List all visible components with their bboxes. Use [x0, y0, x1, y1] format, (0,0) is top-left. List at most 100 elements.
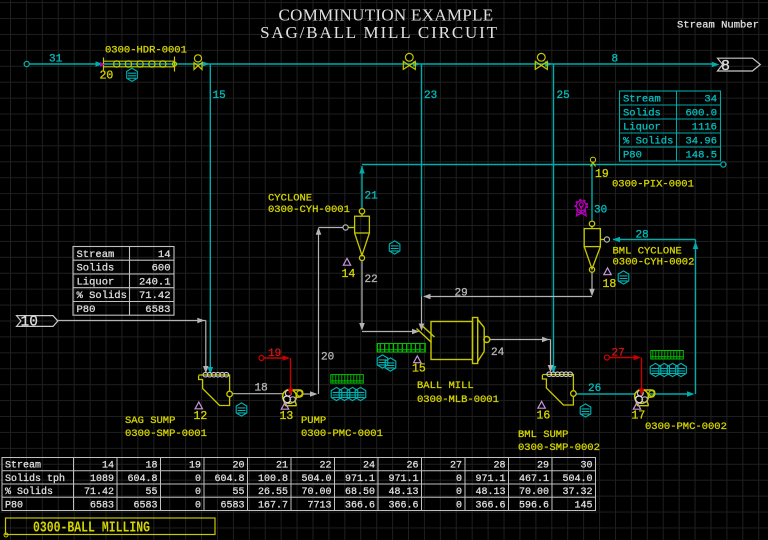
svg-text:Liquor: Liquor — [623, 122, 661, 134]
svg-text:Solids: Solids — [77, 263, 115, 275]
svg-text:6583: 6583 — [90, 500, 114, 511]
svg-text:19: 19 — [189, 461, 201, 472]
svg-text:Solids: Solids — [623, 108, 661, 120]
svg-text:70.00: 70.00 — [301, 487, 331, 498]
svg-text:Stream Number: Stream Number — [677, 20, 759, 32]
svg-text:Stream: Stream — [623, 94, 661, 106]
svg-text:0300-BALL MILLING: 0300-BALL MILLING — [33, 520, 150, 537]
svg-text:29: 29 — [455, 288, 468, 300]
svg-text:0300-PIX-0001: 0300-PIX-0001 — [612, 179, 694, 191]
svg-text:BML SUMP: BML SUMP — [518, 429, 568, 441]
svg-text:28: 28 — [493, 461, 505, 472]
svg-text:8: 8 — [721, 58, 730, 75]
svg-text:20: 20 — [232, 461, 244, 472]
svg-text:13: 13 — [280, 410, 294, 423]
svg-text:22: 22 — [319, 461, 331, 472]
svg-text:15: 15 — [412, 363, 426, 376]
svg-text:0300-PMC-0002: 0300-PMC-0002 — [645, 421, 727, 433]
svg-text:971.1: 971.1 — [345, 474, 375, 485]
svg-text:COMMINUTION EXAMPLE: COMMINUTION EXAMPLE — [279, 6, 494, 25]
svg-text:29: 29 — [537, 461, 549, 472]
svg-text:19: 19 — [268, 348, 281, 360]
svg-text:10: 10 — [21, 315, 38, 331]
svg-text:145: 145 — [574, 500, 592, 511]
svg-text:19: 19 — [595, 168, 609, 181]
svg-text:6583: 6583 — [145, 304, 170, 316]
svg-text:% Solids: % Solids — [77, 290, 127, 302]
svg-text:20: 20 — [321, 352, 334, 364]
svg-text:30: 30 — [594, 205, 607, 217]
svg-text:148.5: 148.5 — [685, 150, 717, 162]
svg-text:100.8: 100.8 — [258, 474, 288, 485]
svg-text:Solids tph: Solids tph — [5, 473, 65, 485]
svg-text:P80: P80 — [5, 500, 23, 511]
svg-text:21: 21 — [365, 191, 379, 203]
svg-text:971.1: 971.1 — [388, 474, 418, 485]
svg-text:366.6: 366.6 — [388, 500, 418, 511]
svg-text:% Solids: % Solids — [5, 486, 53, 498]
svg-text:Stream: Stream — [77, 249, 115, 261]
svg-text:0: 0 — [195, 474, 201, 485]
svg-text:8: 8 — [612, 54, 619, 66]
svg-text:26: 26 — [588, 383, 601, 395]
svg-text:BML CYCLONE: BML CYCLONE — [613, 246, 682, 258]
svg-text:24: 24 — [491, 347, 505, 359]
svg-text:467.1: 467.1 — [519, 474, 549, 485]
svg-text:31: 31 — [49, 54, 63, 66]
svg-text:18: 18 — [255, 383, 268, 395]
svg-text:1116: 1116 — [692, 122, 717, 134]
svg-text:Liquor: Liquor — [77, 277, 115, 289]
svg-text:0300-PMC-0001: 0300-PMC-0001 — [301, 428, 383, 440]
svg-text:P80: P80 — [623, 150, 642, 162]
svg-text:26: 26 — [406, 461, 418, 472]
svg-text:600.0: 600.0 — [685, 108, 717, 120]
svg-text:366.6: 366.6 — [475, 500, 505, 511]
svg-text:PUMP: PUMP — [301, 415, 326, 427]
svg-text:0: 0 — [456, 500, 462, 511]
svg-text:70.00: 70.00 — [519, 487, 549, 498]
svg-text:16: 16 — [537, 410, 551, 423]
svg-text:596.6: 596.6 — [519, 500, 549, 511]
svg-text:366.6: 366.6 — [345, 500, 375, 511]
svg-text:55: 55 — [145, 487, 157, 498]
svg-text:14: 14 — [102, 461, 114, 472]
svg-text:604.8: 604.8 — [214, 474, 244, 485]
svg-text:Stream: Stream — [5, 461, 41, 472]
svg-text:600: 600 — [152, 263, 171, 275]
svg-text:68.50: 68.50 — [345, 487, 375, 498]
svg-text:6583: 6583 — [133, 500, 157, 511]
svg-text:25: 25 — [557, 90, 570, 102]
svg-text:0: 0 — [456, 487, 462, 498]
svg-text:0300-CYH-0001: 0300-CYH-0001 — [268, 204, 350, 216]
svg-text:17: 17 — [632, 410, 646, 423]
svg-text:6583: 6583 — [220, 500, 244, 511]
svg-text:0: 0 — [195, 500, 201, 511]
svg-text:12: 12 — [194, 410, 208, 423]
svg-text:0300-SMP-0001: 0300-SMP-0001 — [125, 428, 207, 440]
svg-text:971.1: 971.1 — [475, 474, 505, 485]
svg-text:15: 15 — [213, 90, 226, 102]
svg-text:0300-CYH-0002: 0300-CYH-0002 — [613, 257, 695, 269]
svg-text:18: 18 — [603, 278, 617, 291]
svg-text:1089: 1089 — [90, 474, 114, 485]
svg-text:240.1: 240.1 — [139, 277, 171, 289]
svg-text:34.96: 34.96 — [685, 136, 717, 148]
svg-text:27: 27 — [612, 348, 625, 360]
svg-text:167.7: 167.7 — [258, 500, 288, 511]
svg-text:26.55: 26.55 — [258, 487, 288, 498]
svg-text:604.8: 604.8 — [127, 474, 157, 485]
svg-text:48.13: 48.13 — [475, 487, 505, 498]
svg-text:48.13: 48.13 — [388, 487, 418, 498]
svg-text:P80: P80 — [77, 304, 96, 316]
svg-text:24: 24 — [363, 461, 375, 472]
svg-text:0: 0 — [195, 487, 201, 498]
svg-text:7713: 7713 — [307, 500, 331, 511]
svg-text:0300-MLB-0001: 0300-MLB-0001 — [417, 394, 499, 406]
svg-text:504.0: 504.0 — [562, 474, 592, 485]
svg-text:27: 27 — [450, 461, 462, 472]
svg-text:504.0: 504.0 — [301, 474, 331, 485]
svg-text:37.32: 37.32 — [562, 487, 592, 498]
svg-text:71.42: 71.42 — [139, 290, 171, 302]
svg-text:20: 20 — [100, 70, 114, 83]
svg-text:34: 34 — [704, 94, 717, 106]
